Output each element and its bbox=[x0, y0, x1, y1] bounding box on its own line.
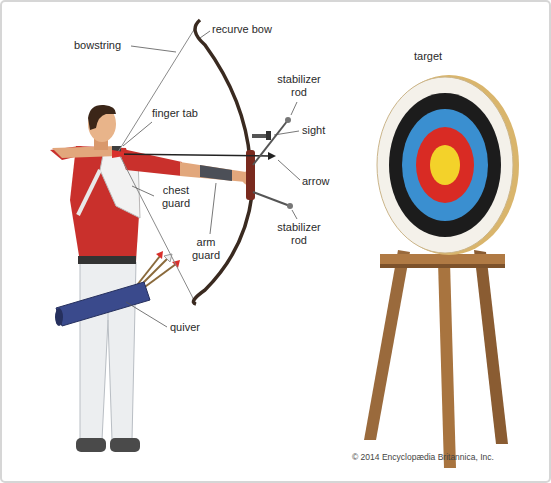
part-label: target bbox=[414, 50, 442, 63]
part-label: arrow bbox=[302, 175, 330, 188]
part-label: sight bbox=[302, 124, 325, 137]
part-label: quiver bbox=[170, 321, 200, 334]
target-easel bbox=[364, 250, 508, 468]
part-label: recurve bow bbox=[212, 23, 272, 36]
copyright-note: © 2014 Encyclopædia Britannica, Inc. bbox=[352, 452, 494, 462]
leader-lines bbox=[123, 31, 300, 327]
part-label: chest guard bbox=[156, 184, 196, 210]
target-face bbox=[377, 75, 519, 255]
part-label: finger tab bbox=[152, 107, 198, 120]
part-label: stabilizer rod bbox=[268, 221, 330, 247]
part-label: stabilizer rod bbox=[268, 73, 330, 99]
quiver-drawing bbox=[55, 251, 180, 326]
recurve-bow-drawing bbox=[112, 20, 293, 304]
archer-figure bbox=[50, 105, 254, 452]
part-label: bowstring bbox=[74, 39, 121, 52]
part-label: arm guard bbox=[186, 236, 226, 262]
